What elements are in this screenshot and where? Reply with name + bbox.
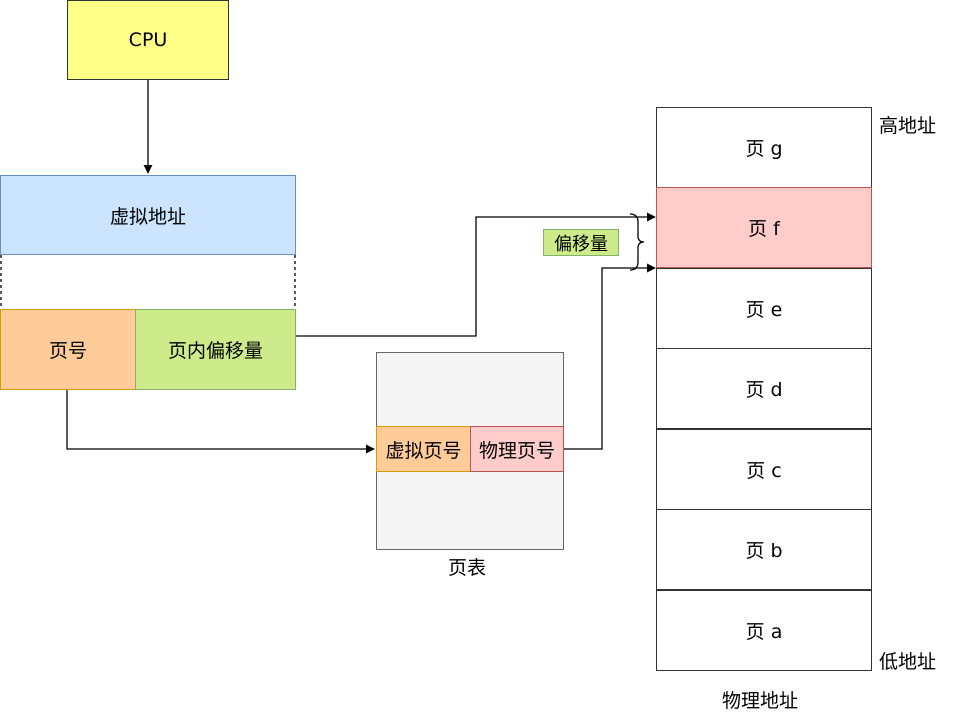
memory-page-g: 页 g xyxy=(656,107,872,188)
memory-page-f: 页 f xyxy=(656,187,872,268)
page-offset-label: 页内偏移量 xyxy=(167,340,263,362)
memory-page-d: 页 d xyxy=(656,348,872,429)
page-table-caption: 页表 xyxy=(448,557,487,579)
memory-page-c: 页 c xyxy=(656,429,872,510)
memory-page-e: 页 e xyxy=(656,268,872,349)
cpu-box: CPU xyxy=(67,0,229,80)
memory-page-label: 页 a xyxy=(745,621,783,643)
physical-page-to-page-f-bottom-arrow xyxy=(564,263,656,450)
memory-page-label: 页 f xyxy=(748,218,780,240)
memory-page-label: 页 c xyxy=(746,460,782,482)
offset-tag-label: 偏移量 xyxy=(554,233,608,255)
offset-to-page-f-top-arrow xyxy=(296,212,656,337)
memory-page-a: 页 a xyxy=(656,590,872,671)
cpu-label: CPU xyxy=(128,29,168,51)
physical-memory-stack: 页 g 页 f 页 e 页 d 页 c 页 b 页 a xyxy=(656,107,872,671)
page-number-box: 页号 xyxy=(0,309,136,390)
physical-memory-caption: 物理地址 xyxy=(722,690,799,712)
page-number-to-page-table-arrow xyxy=(66,390,375,454)
virtual-page-label: 虚拟页号 xyxy=(385,439,462,462)
virtual-address-label: 虚拟地址 xyxy=(109,205,186,228)
low-address-label: 低地址 xyxy=(879,651,937,673)
virtual-address-box: 虚拟地址 xyxy=(0,175,296,255)
high-address-label: 高地址 xyxy=(879,115,937,137)
memory-page-label: 页 b xyxy=(745,540,783,562)
memory-page-b: 页 b xyxy=(656,509,872,590)
page-table-virtual-page-cell: 虚拟页号 xyxy=(376,426,471,472)
page-table-physical-page-cell: 物理页号 xyxy=(470,426,564,472)
physical-page-label: 物理页号 xyxy=(478,439,555,462)
memory-page-label: 页 e xyxy=(745,299,783,321)
page-number-label: 页号 xyxy=(48,340,87,362)
page-offset-box: 页内偏移量 xyxy=(135,309,296,390)
memory-page-label: 页 g xyxy=(745,138,783,160)
memory-page-label: 页 d xyxy=(745,379,783,401)
offset-tag: 偏移量 xyxy=(543,229,619,256)
offset-brace xyxy=(629,213,645,271)
